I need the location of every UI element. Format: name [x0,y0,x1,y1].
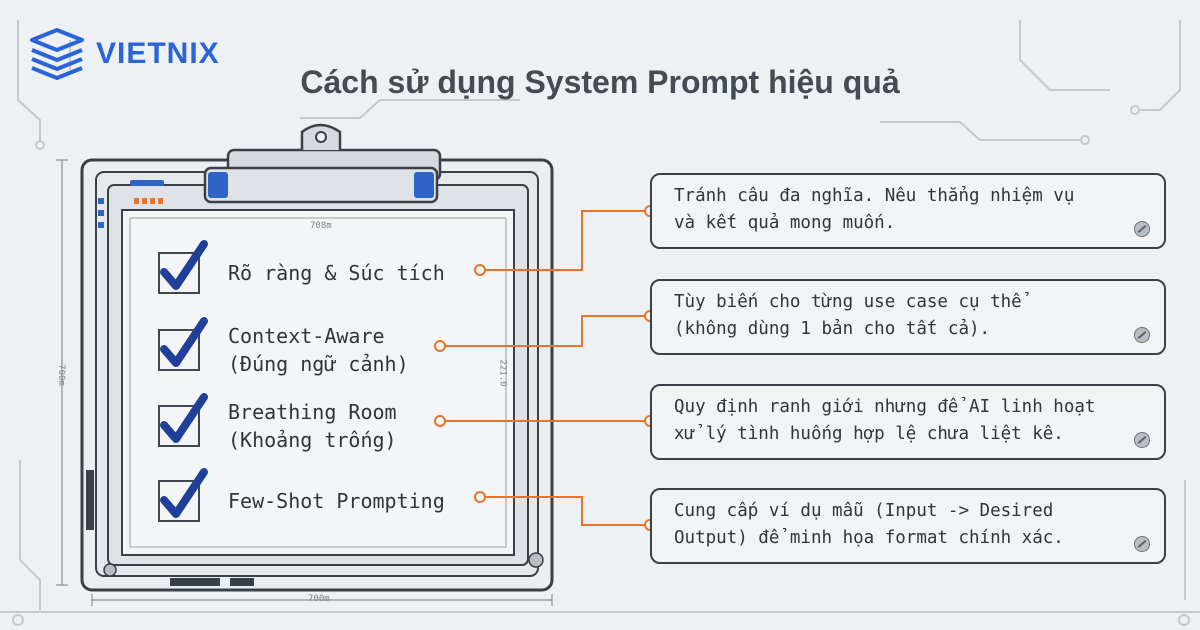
callout-box: Tùy biến cho từng use case cụ thể (không… [650,279,1166,355]
screw-icon [1134,221,1150,237]
checklist-item-label: Rõ ràng & Súc tích [228,259,445,287]
callout-box: Tránh câu đa nghĩa. Nêu thẳng nhiệm vụ v… [650,173,1166,249]
callout-box: Quy định ranh giới nhưng để AI linh hoạt… [650,384,1166,460]
callout-line: (không dùng 1 bản cho tất cả). [674,319,991,339]
label-line: Rõ ràng & Súc tích [228,261,445,285]
checklist-item: Few-Shot Prompting [158,468,445,522]
page-title: Cách sử dụng System Prompt hiệu quả [300,64,900,100]
brand-name: VIETNIX [96,37,220,70]
checkbox[interactable] [158,468,208,522]
checklist-item-label: Breathing Room (Khoảng trống) [228,398,397,454]
checklist-item-label: Few-Shot Prompting [228,487,445,515]
callout-line: và kết quả mong muốn. [674,213,896,233]
checkbox[interactable] [158,240,208,294]
dimension-label-outer-height: 700m [55,364,66,386]
checklist-item: Breathing Room (Khoảng trống) [158,393,397,454]
checkbox[interactable] [158,393,208,447]
clipboard-illustration [56,123,554,606]
label-line: (Khoảng trống) [228,428,397,452]
callout-line: Tránh câu đa nghĩa. Nêu thẳng nhiệm vụ [674,186,1075,206]
label-line: Context-Aware [228,324,385,348]
callout-line: Tùy biến cho từng use case cụ thể [674,292,1022,312]
checkmark-icon [160,468,208,518]
checklist-item: Rõ ràng & Súc tích [158,240,445,294]
screw-icon [1134,432,1150,448]
checkmark-icon [160,317,208,367]
callout-line: Quy định ranh giới nhưng để AI linh hoạt [674,397,1096,417]
callout-box: Cung cấp ví dụ mẫu (Input -> Desired Out… [650,488,1166,564]
callout-line: Cung cấp ví dụ mẫu (Input -> Desired [674,501,1054,521]
label-line: (Đúng ngữ cảnh) [228,352,409,376]
checkmark-icon [160,393,208,443]
stack-logo-icon [30,28,84,80]
checkmark-icon [160,240,208,290]
checklist-item-label: Context-Aware (Đúng ngữ cảnh) [228,322,409,378]
label-line: Breathing Room [228,400,397,424]
dimension-label-inner-height: 221.0 [497,359,508,387]
label-line: Few-Shot Prompting [228,489,445,513]
dimension-label-outer-width: 700m [308,594,330,604]
screw-icon [1134,327,1150,343]
brand-logo[interactable]: VIETNIX [28,26,220,82]
callout-line: Output) để minh họa format chính xác. [674,528,1064,548]
callout-line: xử lý tình huống hợp lệ chưa liệt kê. [674,424,1064,444]
checkbox[interactable] [158,317,208,371]
checklist-item: Context-Aware (Đúng ngữ cảnh) [158,317,409,378]
screw-icon [1134,536,1150,552]
dimension-label-inner-width: 708m [310,221,332,231]
